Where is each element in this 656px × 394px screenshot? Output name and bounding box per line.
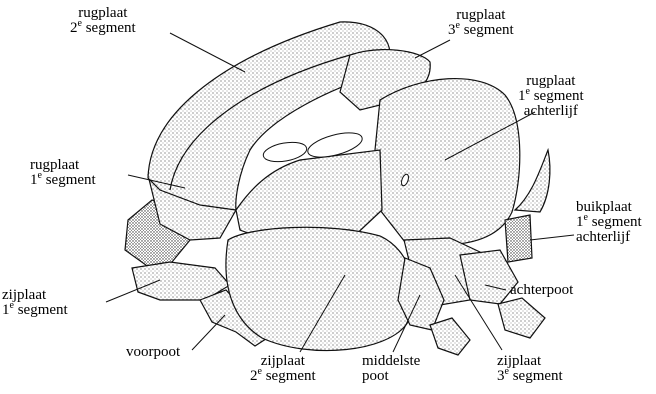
rugplaat-1-achterlijf-plate bbox=[375, 79, 520, 245]
zijplaat-2-plate bbox=[226, 227, 414, 350]
label-zijplaat-3: zijplaat 3e segment bbox=[497, 354, 563, 384]
achterpoot-lower bbox=[498, 298, 545, 338]
leader-buikplaat bbox=[530, 235, 574, 240]
leader-voorpoot bbox=[192, 315, 225, 350]
middelste-poot-lower bbox=[430, 318, 470, 355]
label-rugplaat-1: rugplaat 1e segment bbox=[30, 158, 96, 188]
label-zijplaat-2: zijplaat 2e segment bbox=[250, 354, 316, 384]
leader-rugplaat-2 bbox=[170, 33, 245, 72]
label-rugplaat-1-achterlijf: rugplaat 1e segment achterlijf bbox=[518, 74, 584, 119]
label-voorpoot: voorpoot bbox=[126, 345, 180, 360]
label-zijplaat-1: zijplaat 1e segment bbox=[2, 288, 68, 318]
label-achterpoot: achterpoot bbox=[510, 283, 573, 298]
label-rugplaat-3: rugplaat 3e segment bbox=[448, 8, 514, 38]
label-rugplaat-2: rugplaat 2e segment bbox=[70, 6, 136, 36]
buikplaat-plate bbox=[505, 215, 532, 262]
leader-rugplaat-3 bbox=[415, 40, 450, 58]
label-buikplaat-1-achterlijf: buikplaat 1e segment achterlijf bbox=[576, 200, 642, 245]
label-middelste-poot: middelste poot bbox=[362, 354, 420, 384]
